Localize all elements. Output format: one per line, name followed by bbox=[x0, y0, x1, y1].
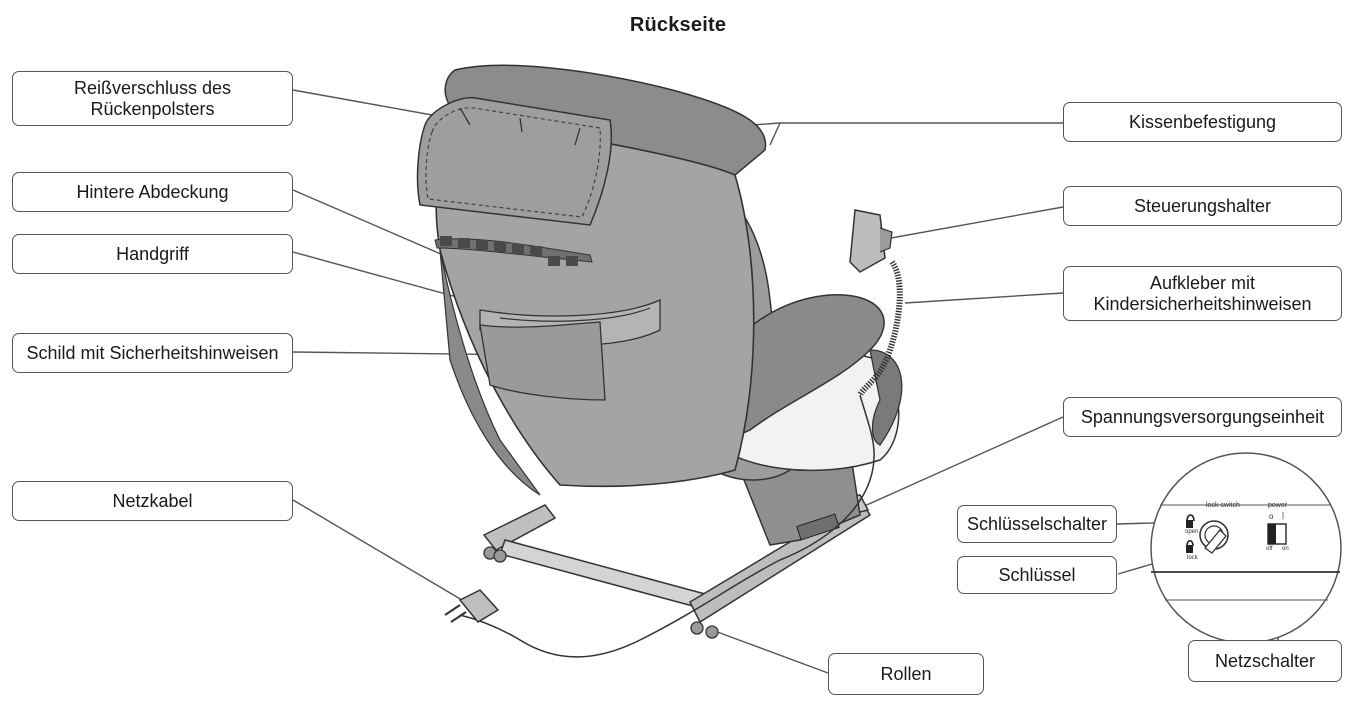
lock-switch-text: lock switch bbox=[1206, 502, 1240, 509]
label-child-safety-sticker: Aufkleber mit Kindersicherheitshinweisen bbox=[1063, 266, 1342, 321]
off-text: off bbox=[1266, 546, 1273, 552]
label-sticker-line-1: Aufkleber mit bbox=[1149, 272, 1256, 293]
label-power-supply-unit: Spannungsversorgungseinheit bbox=[1063, 397, 1342, 437]
label-casters: Rollen bbox=[828, 653, 984, 695]
page-title: Rückseite bbox=[629, 14, 727, 36]
label-power-switch: Netzschalter bbox=[1188, 640, 1342, 682]
power-text: power bbox=[1268, 502, 1288, 509]
detail-panel-circle bbox=[1150, 452, 1342, 644]
label-power-cord: Netzkabel bbox=[12, 481, 293, 521]
back-cushion bbox=[416, 96, 613, 226]
on-text: on bbox=[1282, 546, 1289, 552]
power-plug bbox=[444, 589, 500, 623]
off-symbol-text: o bbox=[1269, 512, 1274, 521]
vent-slots bbox=[440, 236, 578, 266]
label-rear-cover: Hintere Abdeckung bbox=[12, 172, 293, 212]
label-sticker-line-2: Kindersicherheitshinweisen bbox=[1093, 293, 1312, 314]
open-text: open bbox=[1185, 529, 1199, 535]
label-key-switch: Schlüsselschalter bbox=[957, 505, 1117, 543]
label-cushion-fastening: Kissenbefestigung bbox=[1063, 102, 1342, 142]
label-handle: Handgriff bbox=[12, 234, 293, 274]
label-zipper-back-cushion: Reißverschluss des Rückenpolsters bbox=[12, 71, 293, 126]
label-zipper-line-1: Reißverschluss des bbox=[73, 77, 232, 98]
lock-text: lock bbox=[1187, 555, 1198, 561]
label-safety-sign: Schild mit Sicherheitshinweisen bbox=[12, 333, 293, 373]
remote-holder bbox=[459, 209, 903, 658]
on-symbol-text: | bbox=[1282, 511, 1285, 520]
label-key: Schlüssel bbox=[957, 556, 1117, 594]
label-controller-holder: Steuerungshalter bbox=[1063, 186, 1342, 226]
label-zipper-line-2: Rückenpolsters bbox=[90, 98, 215, 119]
